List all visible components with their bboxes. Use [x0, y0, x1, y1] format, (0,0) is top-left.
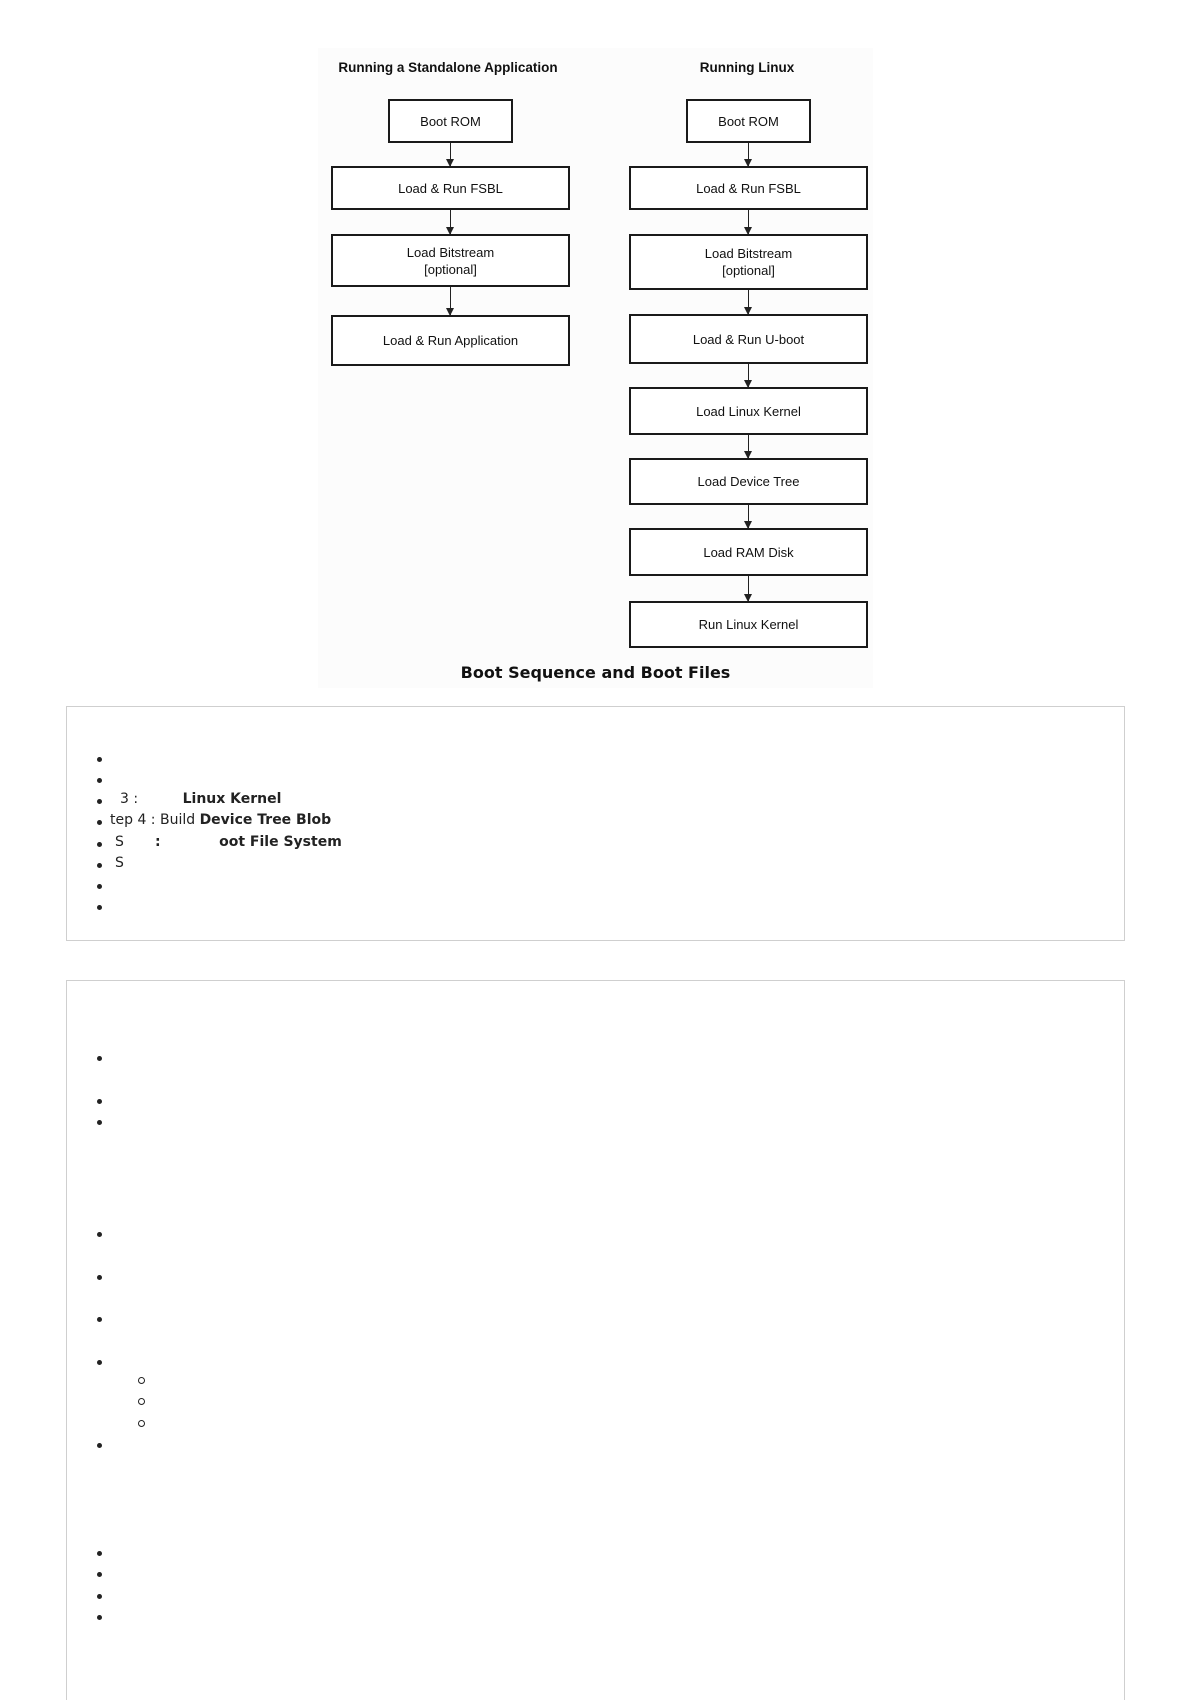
right-step-fsbl: Load & Run FSBL	[629, 166, 868, 210]
content-bullet	[97, 1594, 102, 1599]
right-arrow-2	[744, 210, 752, 235]
right-step-ram-disk: Load RAM Disk	[629, 528, 868, 576]
figure-caption: Boot Sequence and Boot Files	[460, 663, 731, 682]
right-step-linux-kernel: Load Linux Kernel	[629, 387, 868, 435]
toc-bullet	[97, 884, 102, 889]
toc-item-step-3[interactable]: 3 : Linux Kernel	[120, 791, 282, 807]
toc-bullet	[97, 905, 102, 910]
right-arrow-4	[744, 364, 752, 388]
content-bullet	[97, 1317, 102, 1322]
toc-bullet	[97, 778, 102, 783]
left-column-title: Running a Standalone Application	[338, 60, 558, 75]
toc-bullet	[97, 842, 102, 847]
left-arrow-3	[446, 287, 454, 316]
content-sub-bullet	[138, 1398, 145, 1405]
content-panel	[66, 980, 1125, 1700]
right-step-uboot: Load & Run U-boot	[629, 314, 868, 364]
content-bullet	[97, 1360, 102, 1365]
content-bullet	[97, 1551, 102, 1556]
left-step-fsbl: Load & Run FSBL	[331, 166, 570, 210]
toc-bullet	[97, 863, 102, 868]
toc-bullet	[97, 820, 102, 825]
content-bullet	[97, 1232, 102, 1237]
content-bullet	[97, 1056, 102, 1061]
left-arrow-2	[446, 210, 454, 235]
content-bullet	[97, 1443, 102, 1448]
content-bullet	[97, 1615, 102, 1620]
right-step-boot-rom: Boot ROM	[686, 99, 811, 143]
toc-bullet	[97, 799, 102, 804]
content-bullet	[97, 1572, 102, 1577]
content-sub-bullet	[138, 1377, 145, 1384]
left-step-boot-rom: Boot ROM	[388, 99, 513, 143]
right-step-bitstream: Load Bitstream [optional]	[629, 234, 868, 290]
toc-panel	[66, 706, 1125, 941]
content-bullet	[97, 1275, 102, 1280]
toc-item-step-4[interactable]: tep 4 : Build Device Tree Blob	[110, 812, 332, 828]
right-column-title: Running Linux	[699, 60, 795, 75]
left-step-bitstream: Load Bitstream [optional]	[331, 234, 570, 287]
content-bullet	[97, 1099, 102, 1104]
boot-sequence-figure	[318, 48, 873, 688]
right-arrow-7	[744, 576, 752, 602]
content-sub-bullet	[138, 1420, 145, 1427]
toc-item-step-6[interactable]: S	[115, 855, 124, 871]
right-arrow-1	[744, 143, 752, 167]
content-bullet	[97, 1120, 102, 1125]
right-step-device-tree: Load Device Tree	[629, 458, 868, 505]
left-step-application: Load & Run Application	[331, 315, 570, 366]
right-arrow-6	[744, 505, 752, 529]
right-arrow-5	[744, 435, 752, 459]
right-step-run-kernel: Run Linux Kernel	[629, 601, 868, 648]
left-arrow-1	[446, 143, 454, 167]
right-arrow-3	[744, 290, 752, 315]
toc-item-step-5[interactable]: S : oot File System	[115, 834, 342, 850]
toc-bullet	[97, 757, 102, 762]
